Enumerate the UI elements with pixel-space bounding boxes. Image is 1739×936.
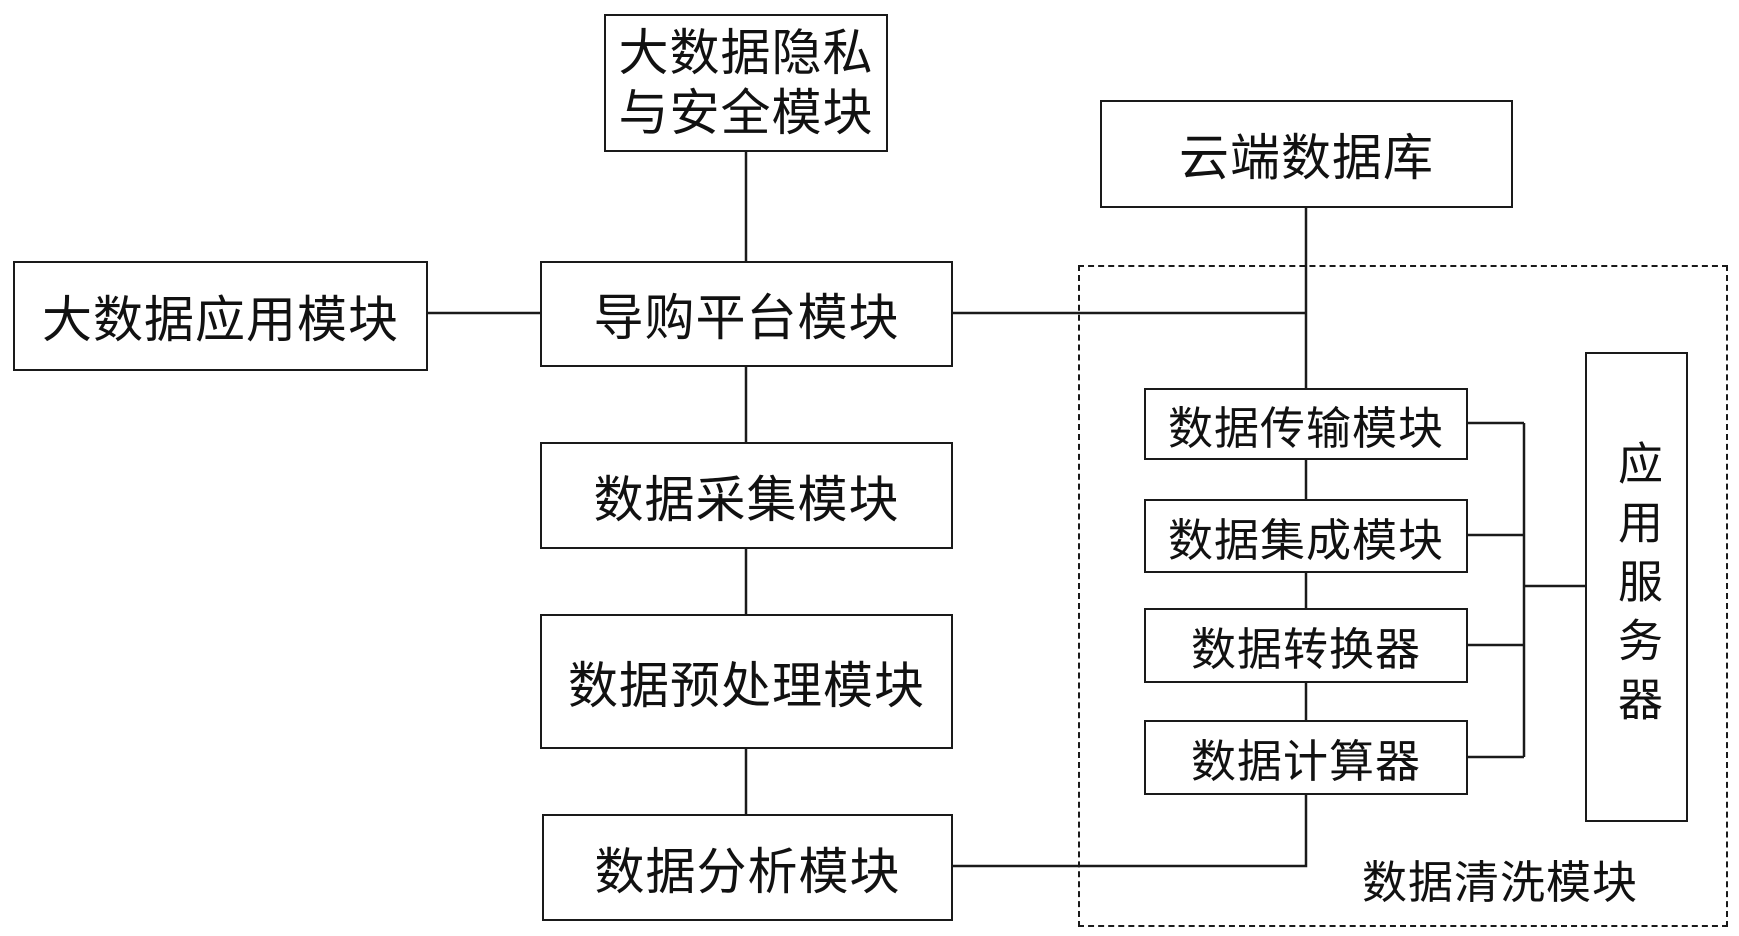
application-server: 应用服务器 xyxy=(1585,352,1688,822)
data-analysis-module: 数据分析模块 xyxy=(542,814,953,921)
privacy-security-module: 大数据隐私 与安全模块 xyxy=(604,14,888,152)
cloud-database: 云端数据库 xyxy=(1100,100,1513,208)
data-converter: 数据转换器 xyxy=(1144,608,1468,683)
big-data-application-module: 大数据应用模块 xyxy=(13,261,428,371)
data-integration-label: 数据集成模块 xyxy=(1167,513,1444,567)
data-calculator-label: 数据计算器 xyxy=(1190,735,1421,788)
privacy-security-label: 大数据隐私 与安全模块 xyxy=(618,24,874,142)
data-integration-module: 数据集成模块 xyxy=(1144,499,1468,573)
data-converter-label: 数据转换器 xyxy=(1190,623,1421,676)
link-calculator-analysis xyxy=(952,794,1308,868)
data-transmission-label: 数据传输模块 xyxy=(1167,401,1444,455)
big-data-application-label: 大数据应用模块 xyxy=(42,291,399,349)
data-transmission-module: 数据传输模块 xyxy=(1144,388,1468,460)
data-collection-module: 数据采集模块 xyxy=(540,442,953,549)
data-preprocessing-module: 数据预处理模块 xyxy=(540,614,953,749)
data-cleaning-label: 数据清洗模块 xyxy=(1362,856,1639,909)
shopping-guide-platform-label: 导购平台模块 xyxy=(593,289,900,347)
application-server-label: 应用服务器 xyxy=(1610,439,1663,735)
data-calculator: 数据计算器 xyxy=(1144,720,1468,795)
shopping-guide-platform-module: 导购平台模块 xyxy=(540,261,953,367)
cloud-database-label: 云端数据库 xyxy=(1179,129,1434,187)
data-collection-label: 数据采集模块 xyxy=(593,470,900,529)
data-preprocessing-label: 数据预处理模块 xyxy=(568,656,925,715)
data-cleaning-region xyxy=(1078,265,1728,927)
data-analysis-label: 数据分析模块 xyxy=(594,842,901,901)
